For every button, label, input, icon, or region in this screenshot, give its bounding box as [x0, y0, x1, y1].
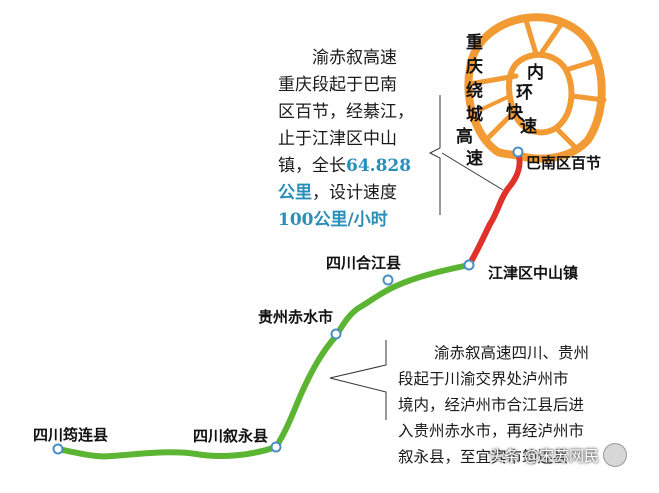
callout-line: 境内，经泸州市合江县后进	[398, 396, 585, 414]
inner-ring-label-2: 环	[516, 83, 533, 103]
inner-ring-label-4: 速	[520, 117, 537, 137]
sichuan-guizhou-callout: 渝赤叙高速四川、贵州 段起于川渝交界处泸州市 境内，经泸州市合江县后进 入贵州赤…	[398, 340, 589, 470]
callout-pointers	[329, 95, 504, 420]
ring-connector-8	[478, 94, 512, 112]
place-junlian: 四川筠连县	[33, 426, 109, 444]
inner-ring-label-3: 快	[506, 103, 523, 123]
bottom-callout-pointer	[329, 340, 387, 420]
callout-line: 重庆段起于巴南	[278, 75, 397, 95]
ring-connector-6	[539, 23, 563, 55]
callout-text: ，设计速度	[312, 183, 397, 203]
ring-connector-5	[523, 17, 539, 57]
marker-jiangjin	[463, 259, 475, 271]
marker-xuyong	[270, 441, 282, 453]
ring-connector-7	[569, 93, 607, 103]
outer-ring-road	[464, 13, 606, 163]
watermark-text: 头条 @宋苏网民	[489, 446, 599, 465]
chongqing-segment	[466, 149, 523, 268]
design-speed: 100公里/小时	[278, 210, 388, 230]
outer-ring-label-6: 速	[466, 149, 483, 169]
marker-junlian	[52, 443, 64, 455]
watermark-logo-icon	[603, 443, 627, 467]
outer-ring-label-4: 城	[466, 105, 483, 125]
ring-connector-2	[563, 57, 601, 73]
outer-ring-label-1: 重	[466, 33, 483, 53]
ring-connector-3	[553, 125, 581, 153]
place-chishui: 贵州赤水市	[258, 308, 334, 326]
callout-text: 镇，全长	[278, 156, 346, 176]
callout-line: 公里，设计速度	[278, 180, 414, 207]
place-hejiang: 四川合江县	[326, 254, 402, 272]
callout-line: 渝赤叙高速四川、贵州	[434, 344, 590, 362]
chongqing-ring-roads	[464, 13, 607, 163]
inner-ring-label-1: 内	[527, 63, 544, 83]
place-banan: 巴南区百节	[526, 154, 602, 172]
outer-ring-label-5: 高	[456, 127, 473, 147]
top-callout-pointer	[428, 95, 504, 215]
place-jiangjin: 江津区中山镇	[488, 264, 579, 282]
ring-connector-1	[467, 73, 519, 87]
marker-chishui	[330, 328, 342, 340]
ring-connector-4	[483, 109, 517, 143]
callout-line: 区百节，经綦江，	[278, 102, 414, 122]
place-markers	[52, 146, 524, 455]
outer-ring-label-3: 绕	[466, 81, 483, 101]
callout-line: 镇，全长64.828	[278, 153, 414, 180]
place-xuyong: 四川叙永县	[193, 427, 269, 445]
callout-line: 止于江津区中山	[278, 129, 397, 149]
marker-banan	[512, 146, 524, 158]
callout-line: 渝赤叙高速	[312, 48, 397, 68]
watermark: 头条 @宋苏网民	[489, 443, 627, 467]
marker-hejiang	[382, 274, 394, 286]
chongqing-callout: 渝赤叙高速 重庆段起于巴南 区百节，经綦江， 止于江津区中山 镇，全长64.82…	[278, 45, 414, 234]
sichuan-guizhou-segment	[55, 262, 472, 460]
callout-line: 段起于川渝交界处泸州市	[398, 370, 569, 388]
route-length: 64.828	[346, 156, 412, 176]
outer-ring-label-2: 庆	[466, 57, 483, 77]
callout-line: 入贵州赤水市，再经泸州市	[398, 422, 585, 440]
length-unit: 公里	[278, 183, 312, 203]
callout-line: 叙永县，至宜宾市筠连县	[398, 448, 569, 466]
